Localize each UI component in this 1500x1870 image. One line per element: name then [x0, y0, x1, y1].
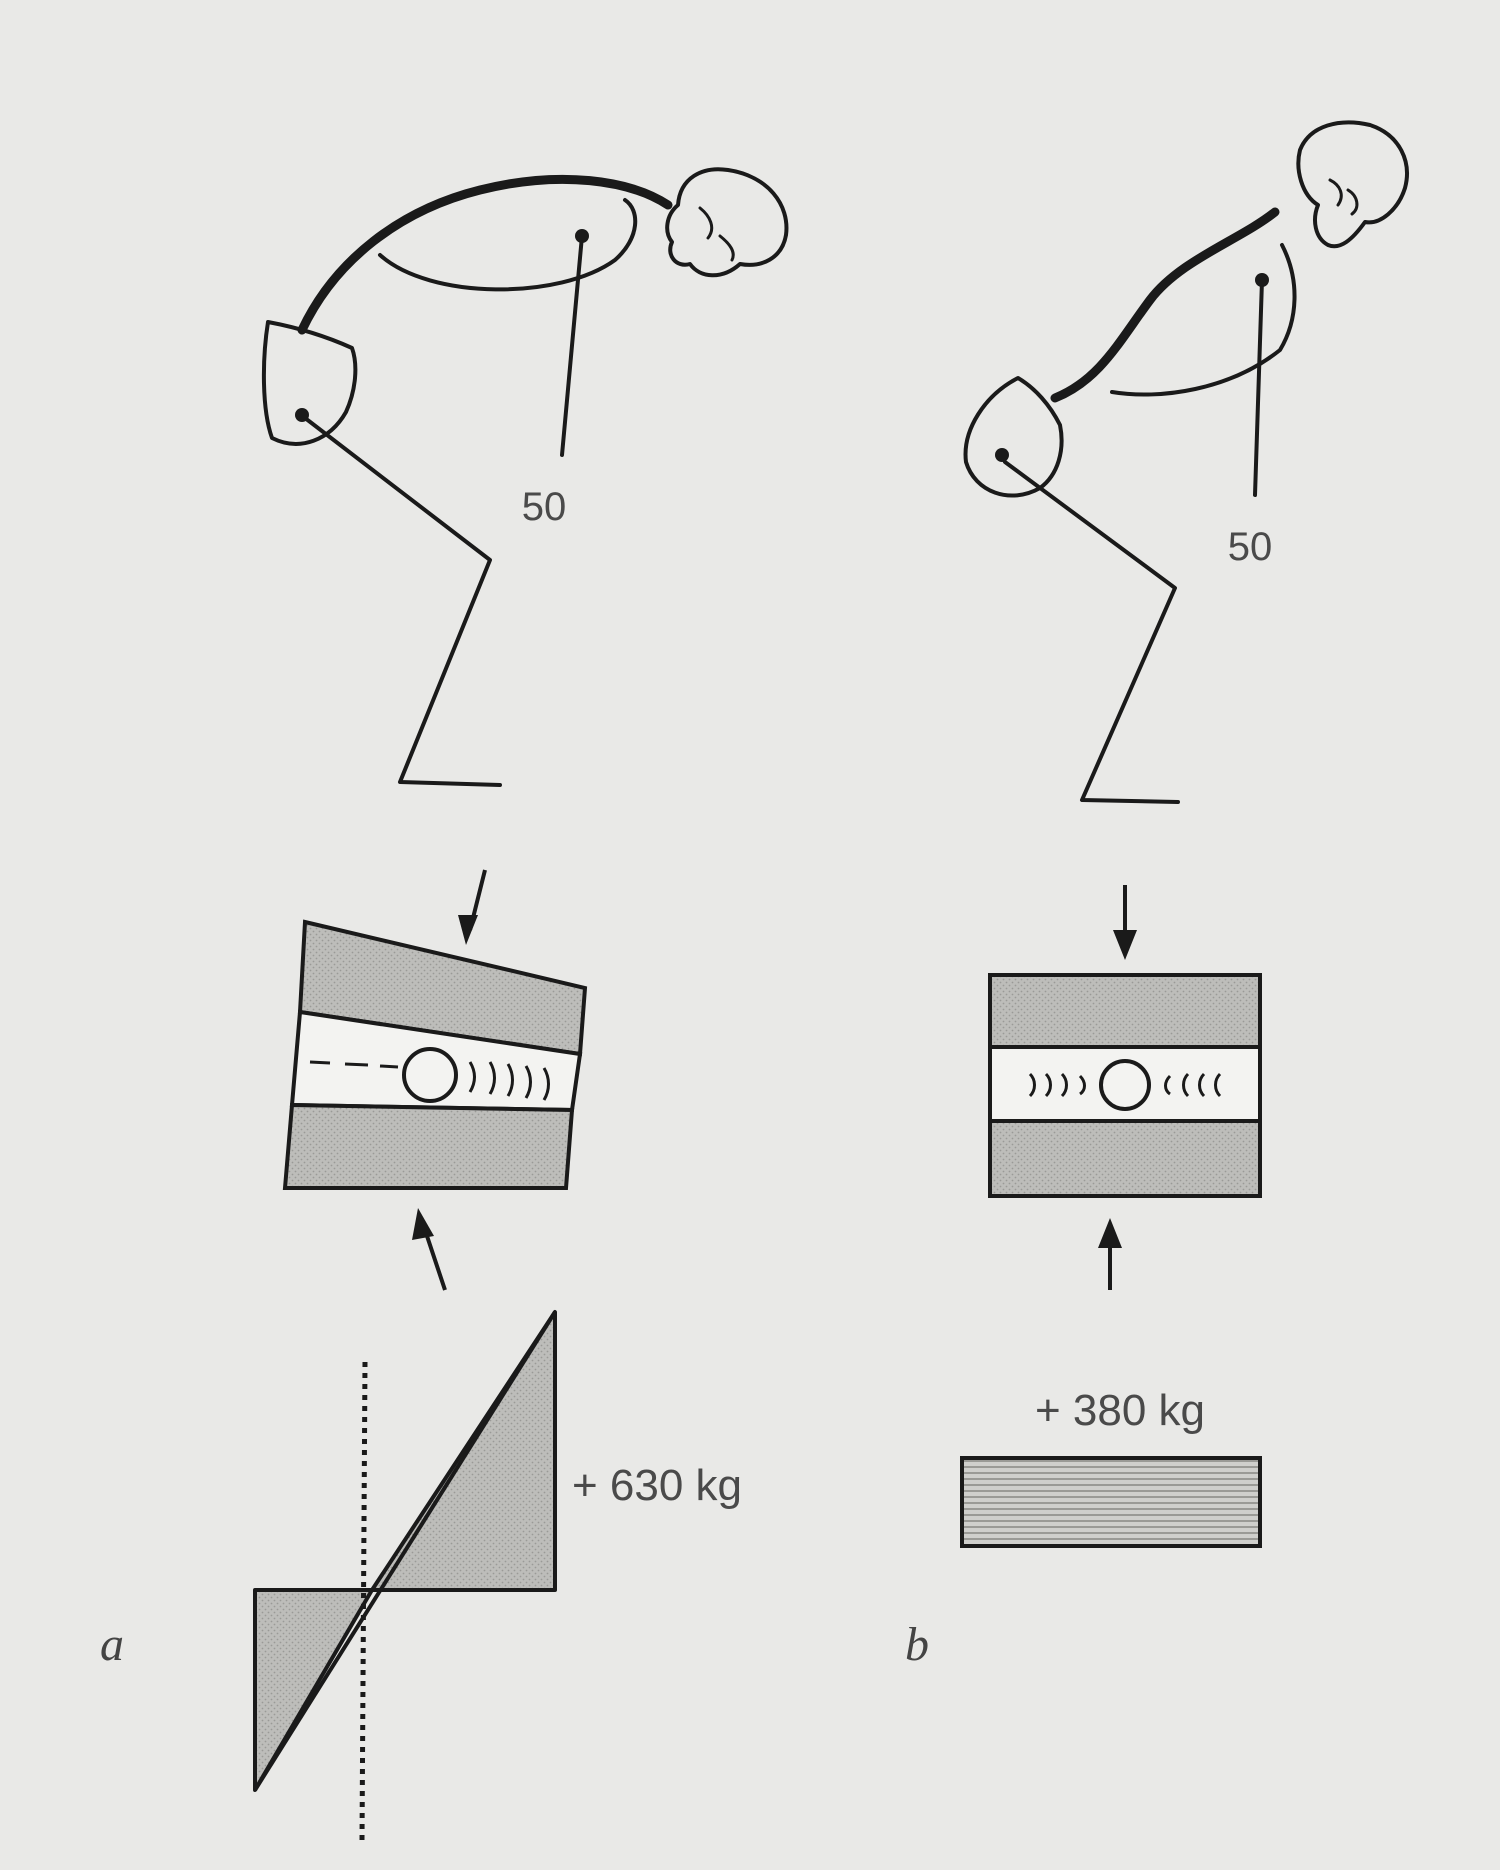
panel-letter-a: a: [100, 1618, 124, 1671]
arrow-top-b: [1113, 885, 1137, 960]
lower-vertebra-a: [282, 1102, 575, 1190]
panel-b: 50: [905, 120, 1409, 1671]
face-detail-b: [1328, 178, 1359, 216]
vertebral-segment-parallel: [988, 973, 1262, 1198]
trunk-outline-b: [1110, 243, 1297, 397]
uniform-stress-area-b: [960, 1456, 1262, 1548]
face-detail-a: [698, 206, 735, 262]
figure-rounded-back: [261, 167, 789, 787]
arrow-top-a: [458, 869, 487, 945]
legs-b: [1003, 460, 1180, 804]
nucleus-b: [1099, 1059, 1151, 1111]
load-label-a: + 630 kg: [572, 1461, 742, 1510]
spine-straight: [1050, 207, 1280, 403]
panel-a: 50: [100, 167, 789, 1841]
neutral-axis-a: [359, 1361, 368, 1841]
head-b: [1296, 120, 1409, 249]
trunk-weight-label-a: 50: [522, 485, 567, 529]
trunk-weight-label-b: 50: [1228, 525, 1273, 569]
pelvis-center-dot-b: [995, 448, 1009, 462]
stress-distribution-a: [253, 1310, 557, 1841]
arrow-bottom-a: [412, 1208, 447, 1291]
trunk-weight-line-b: [1253, 278, 1264, 497]
arrow-bottom-b: [1098, 1218, 1122, 1290]
spine-rounded: [297, 174, 673, 335]
pelvis-shape: [261, 320, 358, 446]
trunk-weight-line: [560, 234, 584, 457]
figure-straight-back: [963, 120, 1409, 804]
nucleus-a: [402, 1047, 458, 1103]
vertebral-segment-wedged: [282, 919, 588, 1190]
load-label-b: + 380 kg: [1035, 1386, 1205, 1435]
upper-vertebra-b: [988, 973, 1262, 1049]
head-a: [665, 167, 789, 278]
legs-a: [303, 416, 502, 787]
panel-letter-b: b: [905, 1618, 929, 1671]
lower-vertebra-b: [988, 1119, 1262, 1198]
pelvis-shape-b: [963, 376, 1064, 498]
